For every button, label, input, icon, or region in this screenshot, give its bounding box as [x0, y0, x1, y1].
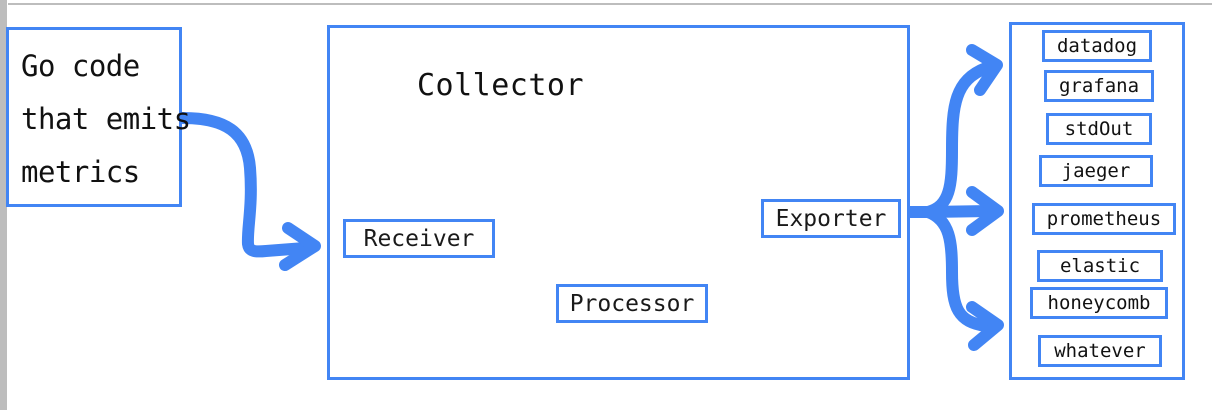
- backend-box: jaeger: [1039, 155, 1153, 187]
- backend-box: prometheus: [1032, 203, 1176, 235]
- arrow-source-to-receiver: [177, 112, 311, 258]
- backend-box: datadog: [1042, 30, 1152, 62]
- source-code-box: Go code that emits metrics: [6, 27, 191, 207]
- backend-box: whatever: [1038, 335, 1162, 367]
- arrowhead-fanout-down: [966, 301, 1004, 351]
- arrowhead-fanout-up: [966, 44, 1003, 96]
- receiver-box: Receiver: [343, 219, 495, 258]
- backend-box: grafana: [1044, 70, 1154, 102]
- collector-title: Collector: [417, 68, 585, 103]
- source-line-1: Go code: [21, 49, 140, 83]
- backend-box: honeycomb: [1030, 287, 1168, 319]
- exporter-box: Exporter: [761, 199, 901, 238]
- processor-box: Processor: [556, 284, 708, 323]
- arrowhead-fanout-mid: [966, 186, 1004, 236]
- backend-box: elastic: [1037, 250, 1163, 282]
- page-top-rule: [8, 3, 1212, 5]
- arrowhead-source-to-receiver: [279, 222, 321, 271]
- source-line-2: that emits: [21, 102, 191, 136]
- arrow-fanout-down: [922, 206, 992, 332]
- page-left-rule: [0, 0, 7, 410]
- source-line-3: metrics: [21, 155, 140, 189]
- backend-box: stdOut: [1046, 113, 1152, 145]
- arrow-fanout-up: [922, 62, 992, 218]
- arrow-fanout-mid: [922, 205, 996, 218]
